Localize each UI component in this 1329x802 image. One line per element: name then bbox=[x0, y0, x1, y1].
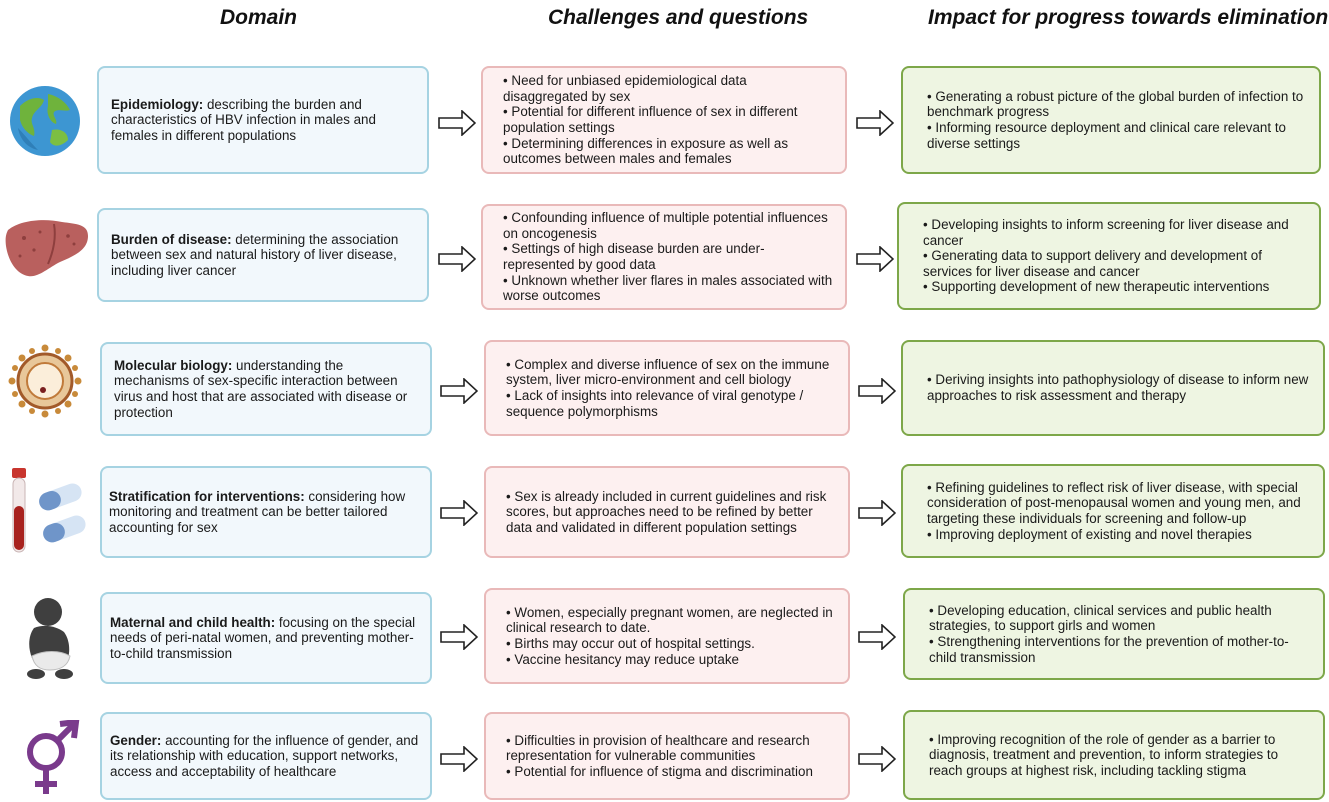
domain-title: Molecular biology: bbox=[114, 357, 233, 373]
arrow-right-icon bbox=[858, 378, 896, 404]
impact-item: Generating a robust picture of the globa… bbox=[927, 89, 1309, 120]
challenge-item: Settings of high disease burden are unde… bbox=[503, 241, 835, 272]
challenge-item: Determining differences in exposure as w… bbox=[503, 136, 835, 167]
domain-title: Epidemiology: bbox=[111, 96, 204, 112]
domain-description: describing the burden and characteristic… bbox=[111, 96, 376, 143]
challenge-item: Vaccine hesitancy may reduce uptake bbox=[506, 652, 838, 668]
impact-box-stratification: Refining guidelines to reflect risk of l… bbox=[901, 464, 1325, 558]
domain-title: Burden of disease: bbox=[111, 231, 232, 247]
impact-box-maternal-child-health: Developing education, clinical services … bbox=[903, 588, 1325, 680]
impact-box-molecular-biology: Deriving insights into pathophysiology o… bbox=[901, 340, 1325, 436]
challenge-item: Births may occur out of hospital setting… bbox=[506, 636, 838, 652]
challenges-box-maternal-child-health: Women, especially pregnant women, are ne… bbox=[484, 588, 850, 684]
arrow-right-icon bbox=[856, 246, 894, 272]
challenge-item: Difficulties in provision of healthcare … bbox=[506, 733, 838, 764]
challenge-item: Potential for influence of stigma and di… bbox=[506, 764, 838, 780]
impact-item: Deriving insights into pathophysiology o… bbox=[927, 372, 1313, 403]
arrow-right-icon bbox=[438, 110, 476, 136]
arrow-right-icon bbox=[858, 746, 896, 772]
arrow-right-icon bbox=[438, 246, 476, 272]
arrow-right-icon bbox=[858, 624, 896, 650]
challenges-box-gender: Difficulties in provision of healthcare … bbox=[484, 712, 850, 800]
impact-item: Informing resource deployment and clinic… bbox=[927, 120, 1309, 151]
impact-box-burden-of-disease: Developing insights to inform screening … bbox=[897, 202, 1321, 310]
challenges-box-burden-of-disease: Confounding influence of multiple potent… bbox=[481, 204, 847, 310]
liver-icon bbox=[5, 220, 88, 277]
domain-box-molecular-biology: Molecular biology: understanding the mec… bbox=[100, 342, 432, 436]
domain-box-burden-of-disease: Burden of disease: determining the assoc… bbox=[97, 208, 429, 302]
challenge-item: Sex is already included in current guide… bbox=[506, 489, 838, 536]
challenge-item: Women, especially pregnant women, are ne… bbox=[506, 605, 838, 636]
arrow-right-icon bbox=[856, 110, 894, 136]
gender-symbol-icon bbox=[27, 720, 80, 794]
globe-icon bbox=[10, 86, 80, 156]
domain-column-header: Domain bbox=[220, 6, 298, 29]
baby-icon bbox=[27, 598, 73, 679]
challenge-item: Confounding influence of multiple potent… bbox=[503, 210, 835, 241]
arrow-right-icon bbox=[440, 378, 478, 404]
arrow-right-icon bbox=[440, 624, 478, 650]
arrow-right-icon bbox=[858, 500, 896, 526]
virus-icon bbox=[8, 344, 82, 418]
domain-description: accounting for the influence of gender, … bbox=[110, 732, 419, 779]
domain-description: determining the association between sex … bbox=[111, 231, 399, 278]
impact-item: Developing insights to inform screening … bbox=[923, 217, 1309, 248]
impact-box-gender: Improving recognition of the role of gen… bbox=[903, 710, 1325, 800]
domain-title: Stratification for interventions: bbox=[109, 488, 305, 504]
arrow-right-icon bbox=[440, 500, 478, 526]
domain-title: Maternal and child health: bbox=[110, 614, 276, 630]
challenge-item: Complex and diverse influence of sex on … bbox=[506, 357, 838, 388]
domain-box-gender: Gender: accounting for the influence of … bbox=[100, 712, 432, 800]
challenges-box-epidemiology: Need for unbiased epidemiological data d… bbox=[481, 66, 847, 174]
impact-item: Supporting development of new therapeuti… bbox=[923, 279, 1309, 295]
domain-title: Gender: bbox=[110, 732, 162, 748]
domain-box-maternal-child-health: Maternal and child health: focusing on t… bbox=[100, 592, 432, 684]
domain-box-stratification: Stratification for interventions: consid… bbox=[100, 466, 432, 558]
challenge-item: Lack of insights into relevance of viral… bbox=[506, 388, 838, 419]
domain-description: considering how monitoring and treatment… bbox=[109, 488, 406, 535]
challenges-box-molecular-biology: Complex and diverse influence of sex on … bbox=[484, 340, 850, 436]
impact-item: Improving recognition of the role of gen… bbox=[929, 732, 1313, 779]
challenge-item: Need for unbiased epidemiological data d… bbox=[503, 73, 835, 104]
impact-item: Developing education, clinical services … bbox=[929, 603, 1313, 634]
arrow-right-icon bbox=[440, 746, 478, 772]
challenge-item: Potential for different influence of sex… bbox=[503, 104, 835, 135]
impact-item: Improving deployment of existing and nov… bbox=[927, 527, 1313, 543]
impact-item: Generating data to support delivery and … bbox=[923, 248, 1309, 279]
domain-box-epidemiology: Epidemiology: describing the burden and … bbox=[97, 66, 429, 174]
impact-item: Refining guidelines to reflect risk of l… bbox=[927, 480, 1313, 527]
domain-description: understanding the mechanisms of sex-spec… bbox=[114, 357, 408, 420]
impact-box-epidemiology: Generating a robust picture of the globa… bbox=[901, 66, 1321, 174]
challenges-column-header: Challenges and questions bbox=[548, 6, 809, 29]
challenges-box-stratification: Sex is already included in current guide… bbox=[484, 466, 850, 558]
challenge-item: Unknown whether liver flares in males as… bbox=[503, 273, 835, 304]
impact-column-header: Impact for progress towards elimination bbox=[928, 6, 1329, 29]
impact-item: Strengthening interventions for the prev… bbox=[929, 634, 1313, 665]
domain-description: focusing on the special needs of peri-na… bbox=[110, 614, 416, 661]
blood-tube-and-pills-icon bbox=[12, 468, 86, 553]
